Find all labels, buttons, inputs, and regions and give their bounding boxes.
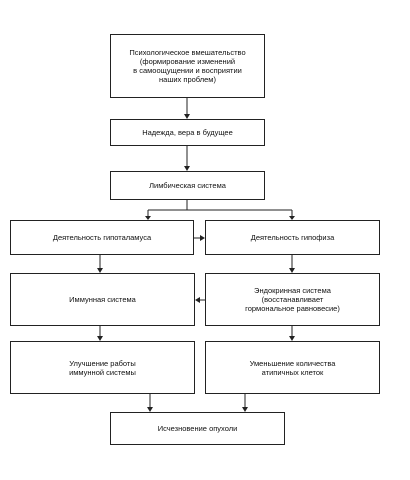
box-hope: Надежда, вера в будущее xyxy=(110,119,265,146)
box-psychological-intervention-label: Психологическое вмешательство (формирова… xyxy=(129,48,246,84)
box-pituitary-label: Деятельность гипофиза xyxy=(250,233,335,242)
box-limbic-system-label: Лимбическая система xyxy=(149,181,226,190)
box-immune-system-label: Иммунная система xyxy=(69,295,136,304)
box-tumor-disappearance-label: Исчезновение опухоли xyxy=(157,424,238,433)
box-hypothalamus: Деятельность гипоталамуса xyxy=(10,220,194,255)
box-atypical-cells-reduction: Уменьшение количества атипичных клеток xyxy=(205,341,380,394)
box-endocrine-system-label: Эндокринная система (восстанавливает гор… xyxy=(245,286,340,313)
arrowhead-endocrine-to-immune xyxy=(195,297,200,303)
box-hypothalamus-label: Деятельность гипоталамуса xyxy=(52,233,152,242)
box-hope-label: Надежда, вера в будущее xyxy=(142,128,233,137)
box-immune-system: Иммунная система xyxy=(10,273,195,326)
box-pituitary: Деятельность гипофиза xyxy=(205,220,380,255)
box-immune-improvement: Улучшение работы иммунной системы xyxy=(10,341,195,394)
box-limbic-system: Лимбическая система xyxy=(110,171,265,200)
box-atypical-cells-reduction-label: Уменьшение количества атипичных клеток xyxy=(249,358,336,377)
box-endocrine-system: Эндокринная система (восстанавливает гор… xyxy=(205,273,380,326)
box-psychological-intervention: Психологическое вмешательство (формирова… xyxy=(110,34,265,98)
box-immune-improvement-label: Улучшение работы иммунной системы xyxy=(69,358,136,377)
box-tumor-disappearance: Исчезновение опухоли xyxy=(110,412,285,445)
